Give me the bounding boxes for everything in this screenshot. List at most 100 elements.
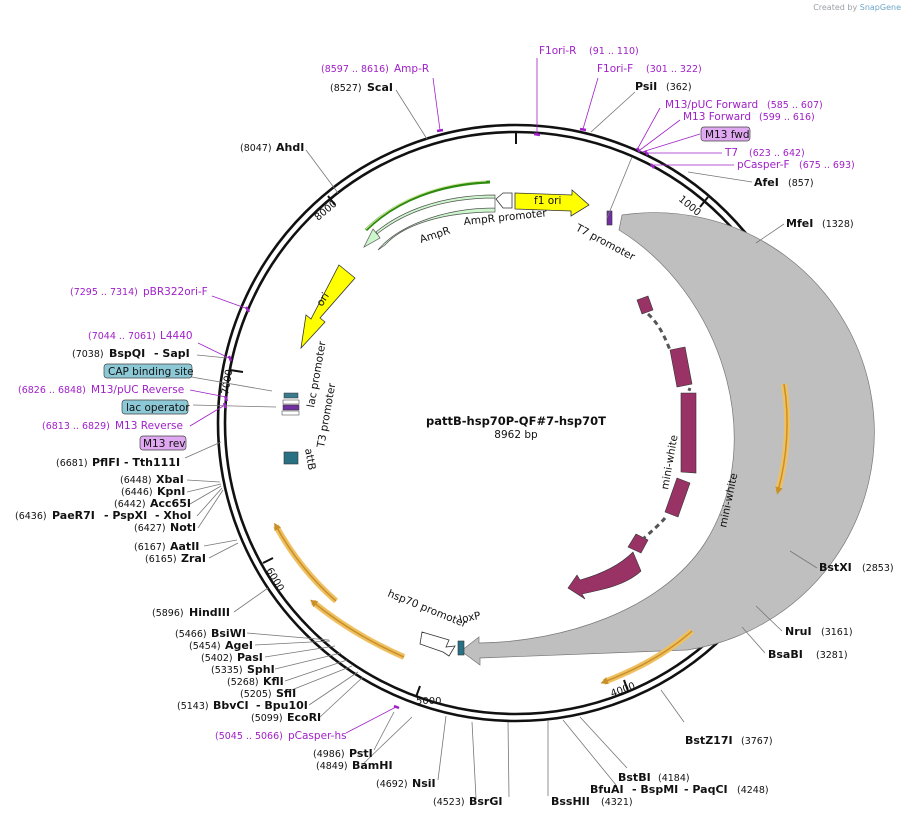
hsp70-promoter-label: hsp70 promoter (386, 588, 469, 631)
nsii-pos: (4692) (376, 779, 408, 790)
noti-name: NotI (170, 521, 196, 534)
orf-highlights (273, 383, 791, 685)
aatii-name: AatII (170, 540, 199, 553)
bstxi-pos: (2853) (862, 563, 894, 574)
nrui-name: NruI (785, 625, 812, 638)
primer-leaders (189, 58, 734, 734)
bstbi-pos: (4184) (658, 773, 690, 784)
snapgene-brand: SnapGene (859, 3, 901, 12)
bsrgi-name: BsrGI (469, 795, 502, 808)
bspqi-pos: (7038) (72, 349, 104, 360)
bstz17i-name: BstZ17I (685, 734, 733, 747)
bstz17i-pos: (3767) (741, 736, 773, 747)
ecori-pos: (5099) (251, 713, 283, 724)
attb-block (283, 451, 299, 465)
zrai-pos: (6165) (145, 554, 177, 565)
pcasper-f-name: pCasper-F (737, 159, 790, 171)
bsiwi-name: BsiWI (211, 627, 246, 640)
ecori-name: EcoRI (287, 711, 321, 724)
f1ori-r-name: F1ori-R (539, 45, 576, 57)
m13-fwd-name: M13 Forward (683, 111, 751, 123)
cap-site-tag-text: CAP binding site (108, 366, 194, 378)
paer7i-pos: (6436) (15, 511, 47, 522)
bsiwi-pos: (5466) (175, 629, 207, 640)
kpni-name: KpnI (157, 485, 185, 498)
f1-ori-arrow (514, 189, 590, 217)
bstxi-name: BstXI (819, 561, 852, 574)
hindiii-name: HindIII (189, 606, 230, 619)
lac-operator-tag-text: lac operator (126, 402, 190, 414)
enzyme-labels: (8527) ScaI PsiI (362) (8047) AhdI AfeI … (15, 80, 894, 808)
ampr-promoter-arrow (495, 192, 513, 209)
pbr322-pos: (7295 .. 7314) (70, 287, 138, 298)
t7-promoter-block (606, 210, 613, 226)
plasmid-length: 8962 bp (494, 429, 538, 441)
loxp-label: loxP (458, 610, 482, 626)
psti-pos: (4986) (313, 749, 345, 760)
bamhi-pos: (4849) (316, 761, 348, 772)
cap-site-tag (103, 363, 193, 379)
ampr-arrow (363, 194, 496, 251)
ori-arrow (300, 264, 356, 350)
psii-pos: (362) (666, 82, 692, 93)
sfii-name: SfiI (276, 687, 296, 700)
agei-pos: (5454) (189, 641, 221, 652)
pflfi-pos: (6681) (56, 458, 88, 469)
bsabi-pos: (3281) (816, 650, 848, 661)
pflfi-name: PflFI (92, 456, 120, 469)
kfli-pos: (5268) (227, 677, 259, 688)
pcasper-hs-name: pCasper-hs (288, 730, 347, 742)
sphi-name: SphI (247, 663, 275, 676)
f1-ori-label: f1 ori (534, 195, 561, 207)
primer-marks (222, 127, 655, 710)
hindiii-pos: (5896) (152, 608, 184, 619)
enzyme-leaders (179, 89, 818, 799)
nsii-name: NsiI (412, 777, 436, 790)
mfei-pos: (1328) (822, 219, 854, 230)
agei-name: AgeI (225, 639, 253, 652)
ampr-label: AmpR (418, 225, 452, 246)
mini-white-exons (567, 295, 697, 600)
t7-primer-pos: (623 .. 642) (749, 148, 805, 159)
bstbi-name: BstBI (618, 771, 651, 784)
m13puc-fwd-pos: (585 .. 607) (767, 100, 823, 111)
bamhi-name: BamHI (352, 759, 393, 772)
ahdi-name: AhdI (276, 141, 304, 154)
paer7i-name: PaeR7I (52, 509, 95, 522)
bbvci-name: BbvCI (213, 699, 249, 712)
pasi-name: PasI (237, 651, 263, 664)
xbai-name: XbaI (156, 473, 184, 486)
hsp70-promoter-arrow (419, 631, 456, 657)
bbvci-pos: (5143) (177, 701, 209, 712)
ampr-highlight (364, 180, 491, 232)
loxp-block (457, 640, 465, 656)
acc65i-pos: (6442) (114, 499, 146, 510)
m13puc-rev-name: M13/pUC Reverse (91, 384, 184, 396)
bspqi-name: BspQI (109, 347, 145, 360)
bpu10i-name: - Bpu10I (256, 699, 308, 712)
f1ori-f-pos: (301 .. 322) (646, 64, 702, 75)
pasi-pos: (5402) (201, 653, 233, 664)
attb-label: attB (302, 447, 318, 471)
m13-reverse-pos: (6813 .. 6829) (42, 421, 110, 432)
afei-pos: (857) (788, 178, 814, 189)
ampr-primer-pos: (8597 .. 8616) (321, 64, 389, 75)
mini-white-outer-arrow (460, 212, 875, 666)
bsshii-name: BssHII (551, 795, 590, 808)
bsrgi-pos: (4523) (433, 797, 465, 808)
bsabi-name: BsaBI (768, 648, 803, 661)
kfli-name: KflI (263, 675, 284, 688)
zrai-name: ZraI (181, 552, 206, 565)
m13puc-fwd-name: M13/pUC Forward (665, 99, 758, 111)
nrui-pos: (3161) (821, 627, 853, 638)
feature-tags: M13 fwd CAP binding site lac operator M1… (103, 126, 751, 451)
noti-pos: (6427) (134, 523, 166, 534)
m13-fwd-tag-text: M13 fwd (705, 129, 750, 141)
m13-reverse-name: M13 Reverse (115, 420, 183, 432)
aatii-pos: (6167) (134, 542, 166, 553)
primer-labels: F1ori-R (91 .. 110) F1ori-F (301 .. 322)… (18, 45, 855, 742)
bsshii-pos: (4321) (601, 797, 633, 808)
bfuai-name: BfuAI (590, 783, 624, 796)
xhoi-name: - XhoI (155, 509, 191, 522)
